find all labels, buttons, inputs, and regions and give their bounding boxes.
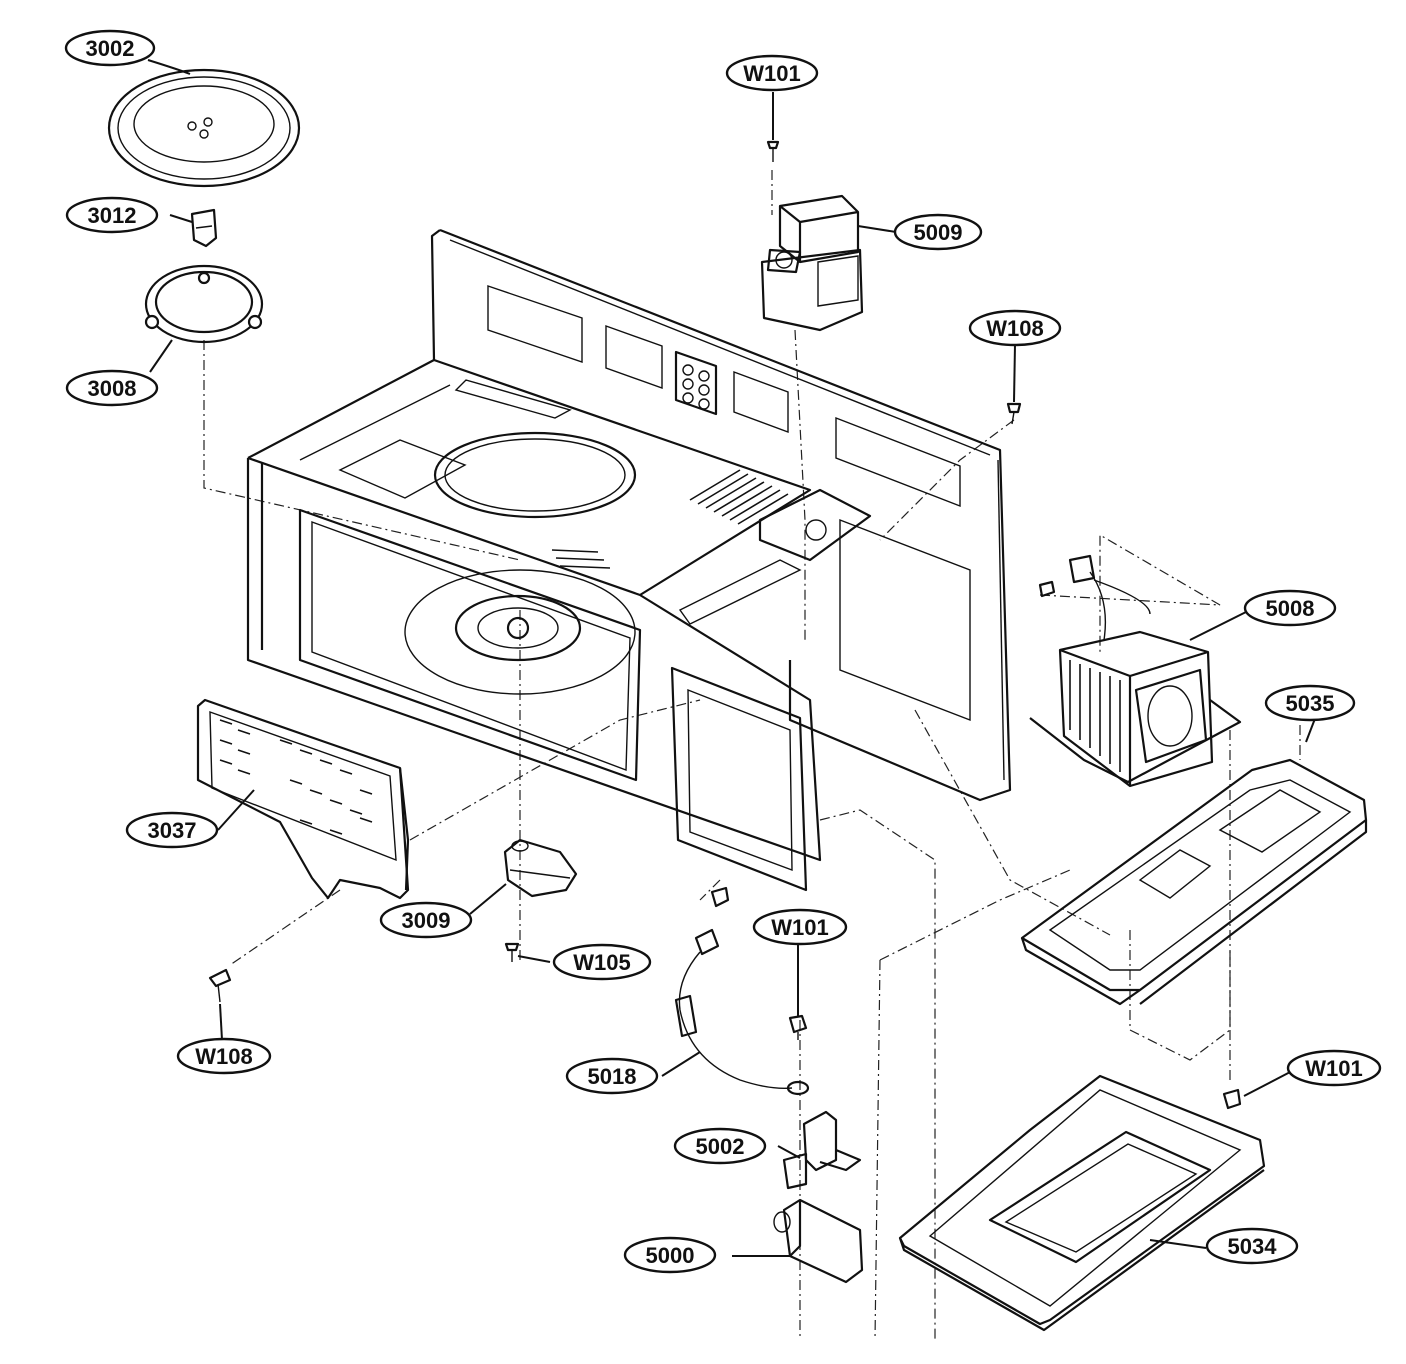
turntable-glass-plate bbox=[107, 68, 301, 188]
lamp bbox=[773, 1198, 864, 1284]
svg-text:W101: W101 bbox=[743, 61, 800, 86]
turntable-coupler bbox=[190, 208, 218, 248]
callout-5009: 5009 bbox=[893, 213, 983, 251]
bottom-plate bbox=[898, 1074, 1266, 1332]
callout-3008: 3008 bbox=[65, 369, 159, 407]
callout-5008: 5008 bbox=[1243, 589, 1337, 627]
part-callouts: 3002 3012 3008 W101 5009 W108 5008 5035 bbox=[64, 29, 1382, 1274]
screw-w108-left bbox=[208, 968, 232, 1003]
screw-w101-right bbox=[1222, 1088, 1242, 1110]
wire-harness bbox=[674, 928, 810, 1096]
cover-plate bbox=[196, 698, 410, 900]
screw-w105 bbox=[504, 942, 520, 962]
leader-lines bbox=[147, 59, 1317, 1257]
svg-text:3002: 3002 bbox=[86, 36, 135, 61]
callout-3012: 3012 bbox=[65, 196, 159, 234]
svg-text:5009: 5009 bbox=[914, 220, 963, 245]
callout-5018: 5018 bbox=[565, 1057, 659, 1095]
callout-w101-top: W101 bbox=[725, 54, 819, 92]
callout-3002: 3002 bbox=[64, 29, 156, 67]
high-voltage-transformer bbox=[1029, 554, 1242, 788]
base-plate-bracket bbox=[1020, 758, 1368, 1006]
svg-text:3008: 3008 bbox=[88, 376, 137, 401]
callout-w101-right: W101 bbox=[1286, 1049, 1382, 1087]
callout-w101-mid: W101 bbox=[752, 908, 848, 946]
svg-text:5008: 5008 bbox=[1266, 596, 1315, 621]
screws bbox=[208, 140, 1242, 1110]
svg-text:5035: 5035 bbox=[1286, 691, 1335, 716]
screw-w108-right bbox=[1006, 402, 1022, 425]
screw-front bbox=[710, 886, 730, 908]
svg-text:W108: W108 bbox=[986, 316, 1043, 341]
roller-ring bbox=[144, 264, 264, 344]
callout-w105: W105 bbox=[552, 943, 652, 981]
svg-text:3037: 3037 bbox=[148, 818, 197, 843]
svg-text:W101: W101 bbox=[771, 915, 828, 940]
callout-5035: 5035 bbox=[1264, 684, 1356, 722]
screw-w101-top bbox=[766, 140, 780, 162]
callout-3037: 3037 bbox=[125, 811, 219, 849]
screw-5008-mount bbox=[1038, 580, 1056, 598]
callout-w108-left: W108 bbox=[176, 1037, 272, 1075]
callout-3009: 3009 bbox=[379, 901, 473, 939]
svg-text:5000: 5000 bbox=[646, 1243, 695, 1268]
vent-grille bbox=[551, 469, 789, 569]
svg-text:3009: 3009 bbox=[402, 908, 451, 933]
assembly-guide-lines bbox=[203, 170, 1301, 1341]
svg-text:W105: W105 bbox=[573, 950, 630, 975]
svg-text:W108: W108 bbox=[195, 1044, 252, 1069]
callout-w108-right: W108 bbox=[968, 309, 1062, 347]
callout-5002: 5002 bbox=[673, 1127, 767, 1165]
callout-5034: 5034 bbox=[1205, 1227, 1299, 1265]
svg-text:W101: W101 bbox=[1305, 1056, 1362, 1081]
callout-5000: 5000 bbox=[623, 1236, 717, 1274]
oven-cavity-frame bbox=[246, 228, 1012, 892]
lamp-bracket bbox=[782, 1110, 862, 1190]
svg-text:3012: 3012 bbox=[88, 203, 137, 228]
magnetron bbox=[760, 194, 864, 332]
svg-text:5002: 5002 bbox=[696, 1134, 745, 1159]
turntable-motor bbox=[503, 838, 578, 898]
svg-text:5018: 5018 bbox=[588, 1064, 637, 1089]
screw-w101-mid bbox=[788, 1014, 808, 1040]
svg-text:5034: 5034 bbox=[1228, 1234, 1278, 1259]
